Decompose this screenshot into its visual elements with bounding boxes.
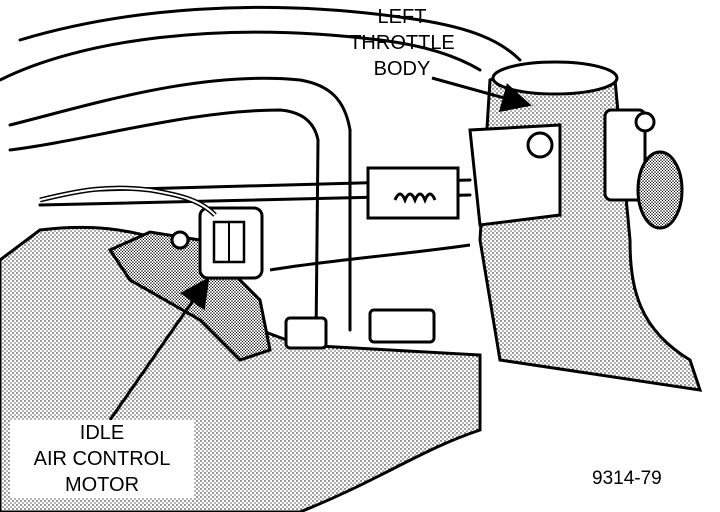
left-throttle-body-label-line2: THROTTLE (349, 32, 455, 54)
left-throttle-body-label: LEFT THROTTLE BODY (328, 4, 476, 82)
left-throttle-body-label-line3: BODY (373, 58, 431, 80)
idle-air-control-motor-label-line2: AIR CONTROL (33, 448, 171, 470)
iac-bolt (170, 230, 190, 250)
figure-id: 9314-79 (592, 468, 662, 489)
throttle-bore (491, 60, 619, 96)
return-spring (393, 192, 437, 204)
idle-air-control-motor-label-line3: MOTOR (64, 474, 140, 496)
sensor-fitting (368, 308, 436, 344)
idle-air-control-motor-label: IDLE AIR CONTROL MOTOR (10, 420, 194, 498)
hose-fitting (284, 316, 328, 350)
mid-hose-top (8, 76, 352, 132)
linkage-bracket (366, 166, 460, 220)
throttle-body-main (478, 64, 703, 392)
throttle-drum (636, 150, 684, 230)
throttle-shaft (526, 131, 554, 159)
iac-leader-line (108, 277, 210, 421)
upper-hose-inner (0, 30, 482, 82)
idle-air-control-motor-label-line1: IDLE (79, 422, 125, 444)
tps-bolt (634, 111, 656, 133)
mid-hose-bottom (8, 108, 320, 152)
upper-hose-outer (18, 5, 522, 62)
throttle-leader-line (431, 76, 532, 113)
vacuum-hose (269, 243, 471, 272)
tps-sensor (603, 108, 647, 202)
left-throttle-body-label-line1: LEFT (377, 6, 427, 28)
vertical-tube-left (314, 138, 320, 342)
